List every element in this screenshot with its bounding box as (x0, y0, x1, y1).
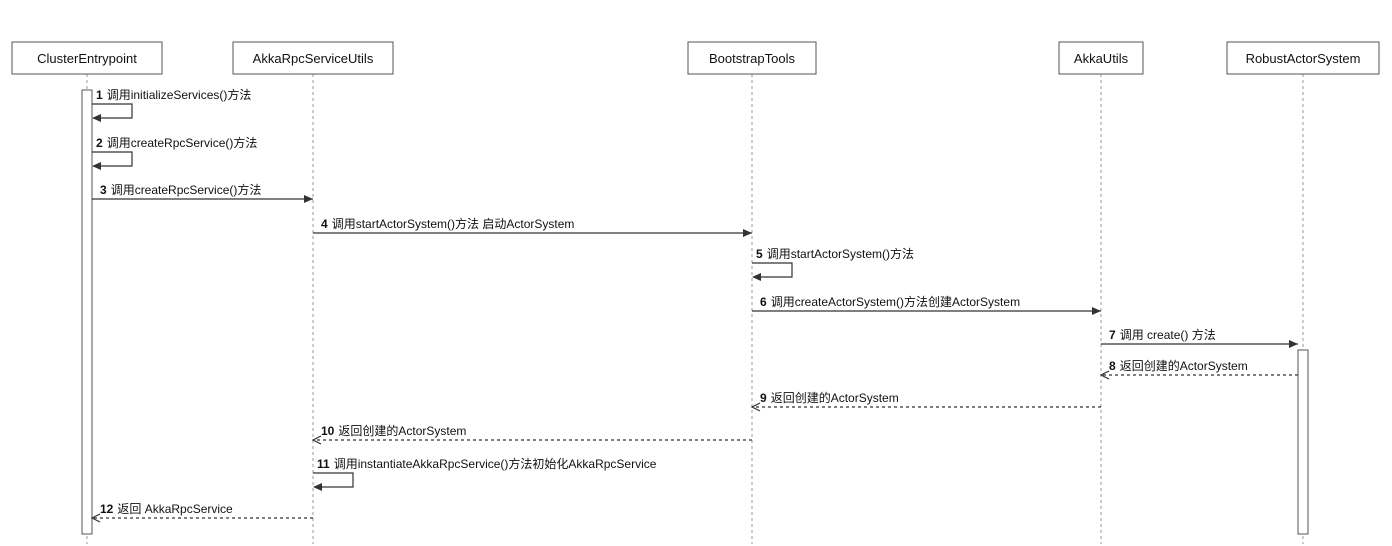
message-label: 调用createActorSystem()方法创建ActorSystem (771, 294, 1020, 309)
message-label: 返回创建的ActorSystem (1120, 358, 1248, 373)
message-text: 3 调用createRpcService()方法 (100, 182, 261, 197)
message-number: 1 (96, 88, 103, 102)
message-number: 11 (317, 457, 330, 471)
message-number: 5 (756, 247, 763, 261)
arrow-head (1092, 307, 1101, 315)
participants: ClusterEntrypoint AkkaRpcServiceUtils Boot… (11, 41, 1380, 75)
message-label: 调用startActorSystem()方法 (767, 246, 914, 261)
participant-box (232, 41, 394, 75)
participant-ar: AkkaRpcServiceUtils (232, 41, 394, 75)
message-11: 11 调用instantiateAkkaRpcService()方法初始化Akka… (313, 456, 657, 491)
self-call-line (92, 151, 133, 167)
message-number: 3 (100, 183, 107, 197)
arrow-head (92, 162, 101, 170)
message-number: 6 (760, 295, 767, 309)
self-call-line (313, 472, 354, 488)
self-call-line (752, 262, 793, 278)
arrow-head (304, 195, 313, 203)
message-text: 8 返回创建的ActorSystem (1109, 358, 1248, 373)
message-4: 4 调用startActorSystem()方法 启动ActorSystem (313, 216, 752, 237)
participant-box (687, 41, 817, 75)
message-6: 6 调用createActorSystem()方法创建ActorSystem (752, 294, 1101, 315)
message-label: 调用createRpcService()方法 (111, 182, 262, 197)
arrow-head (1289, 340, 1298, 348)
message-number: 7 (1109, 328, 1116, 342)
arrow-head (92, 114, 101, 122)
message-text: 11 调用instantiateAkkaRpcService()方法初始化Akka… (317, 456, 657, 471)
message-3: 3 调用createRpcService()方法 (92, 182, 313, 203)
message-number: 8 (1109, 359, 1116, 373)
message-text: 4 调用startActorSystem()方法 启动ActorSystem (321, 216, 574, 231)
arrow-head (90, 513, 101, 523)
message-number: 2 (96, 136, 103, 150)
arrow-head (313, 483, 322, 491)
message-1: 1 调用initializeServices()方法 (92, 87, 251, 122)
participant-label: AkkaUtils (1074, 51, 1129, 66)
message-number: 12 (100, 502, 114, 516)
activation-bars (81, 89, 1309, 535)
participant-box (11, 41, 163, 75)
message-text: 2 调用createRpcService()方法 (96, 135, 257, 150)
message-label: 调用instantiateAkkaRpcService()方法初始化AkkaRp… (334, 456, 657, 471)
message-label: 返回创建的ActorSystem (338, 423, 466, 438)
participant-ra: RobustActorSystem (1226, 41, 1380, 75)
message-label: 调用createRpcService()方法 (107, 135, 258, 150)
self-call-line (92, 103, 133, 119)
messages: 1 调用initializeServices()方法 2 调用createRpcSer… (90, 87, 1298, 523)
message-8: 8 返回创建的ActorSystem (1099, 358, 1298, 380)
message-label: 调用 create() 方法 (1120, 327, 1216, 342)
participant-label: ClusterEntrypoint (37, 51, 137, 66)
message-5: 5 调用startActorSystem()方法 (752, 246, 914, 281)
message-label: 调用initializeServices()方法 (107, 87, 252, 102)
participant-box (1058, 41, 1144, 75)
message-number: 9 (760, 391, 767, 405)
message-label: 返回 AkkaRpcService (117, 502, 233, 516)
message-9: 9 返回创建的ActorSystem (750, 390, 1101, 412)
message-text: 9 返回创建的ActorSystem (760, 390, 899, 405)
arrow-head (743, 229, 752, 237)
participant-label: BootstrapTools (709, 51, 795, 66)
lifelines (86, 74, 1304, 544)
message-2: 2 调用createRpcService()方法 (92, 135, 257, 170)
message-text: 6 调用createActorSystem()方法创建ActorSystem (760, 294, 1020, 309)
arrow-head (1099, 370, 1110, 380)
participant-label: RobustActorSystem (1246, 51, 1361, 66)
message-text: 1 调用initializeServices()方法 (96, 87, 251, 102)
activation-bar-ce (81, 89, 93, 535)
participant-bt: BootstrapTools (687, 41, 817, 75)
participant-label: AkkaRpcServiceUtils (253, 51, 374, 66)
message-number: 4 (321, 217, 328, 231)
message-label: 返回创建的ActorSystem (771, 390, 899, 405)
message-7: 7 调用 create() 方法 (1101, 327, 1298, 348)
message-label: 调用startActorSystem()方法 启动ActorSystem (332, 216, 575, 231)
participant-ce: ClusterEntrypoint (11, 41, 163, 75)
message-number: 10 (321, 424, 335, 438)
participant-box (1226, 41, 1380, 75)
message-text: 5 调用startActorSystem()方法 (756, 246, 914, 261)
arrow-head (311, 435, 322, 445)
participant-au: AkkaUtils (1058, 41, 1144, 75)
activation-bar-ra (1297, 349, 1309, 535)
arrow-head (752, 273, 761, 281)
message-text: 7 调用 create() 方法 (1109, 327, 1216, 342)
arrow-head (750, 402, 761, 412)
